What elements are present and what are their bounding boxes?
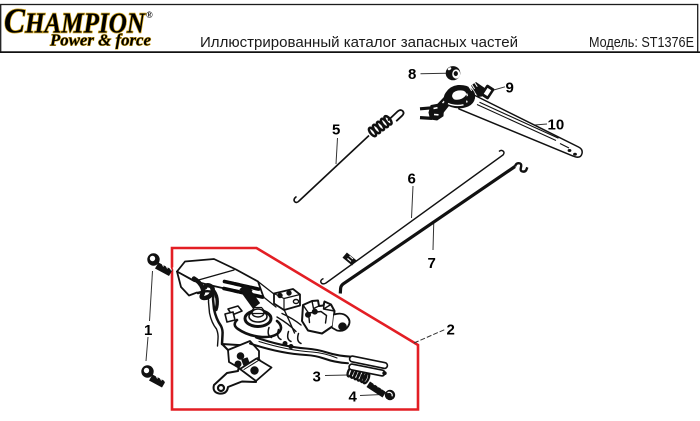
svg-text:Power & force: Power & force xyxy=(49,31,151,50)
svg-text:Иллюстрированный каталог запас: Иллюстрированный каталог запасных частей xyxy=(200,35,518,51)
svg-text:®: ® xyxy=(146,10,153,20)
svg-text:9: 9 xyxy=(506,80,514,97)
svg-text:2: 2 xyxy=(447,322,455,339)
svg-text:5: 5 xyxy=(332,122,340,139)
svg-text:4: 4 xyxy=(349,389,358,406)
svg-text:6: 6 xyxy=(408,171,416,188)
svg-text:3: 3 xyxy=(313,369,321,386)
svg-text:8: 8 xyxy=(408,66,416,83)
svg-text:1: 1 xyxy=(144,322,152,339)
svg-text:Модель: ST1376E: Модель: ST1376E xyxy=(589,35,694,51)
svg-text:10: 10 xyxy=(548,117,565,134)
svg-text:7: 7 xyxy=(428,255,436,272)
